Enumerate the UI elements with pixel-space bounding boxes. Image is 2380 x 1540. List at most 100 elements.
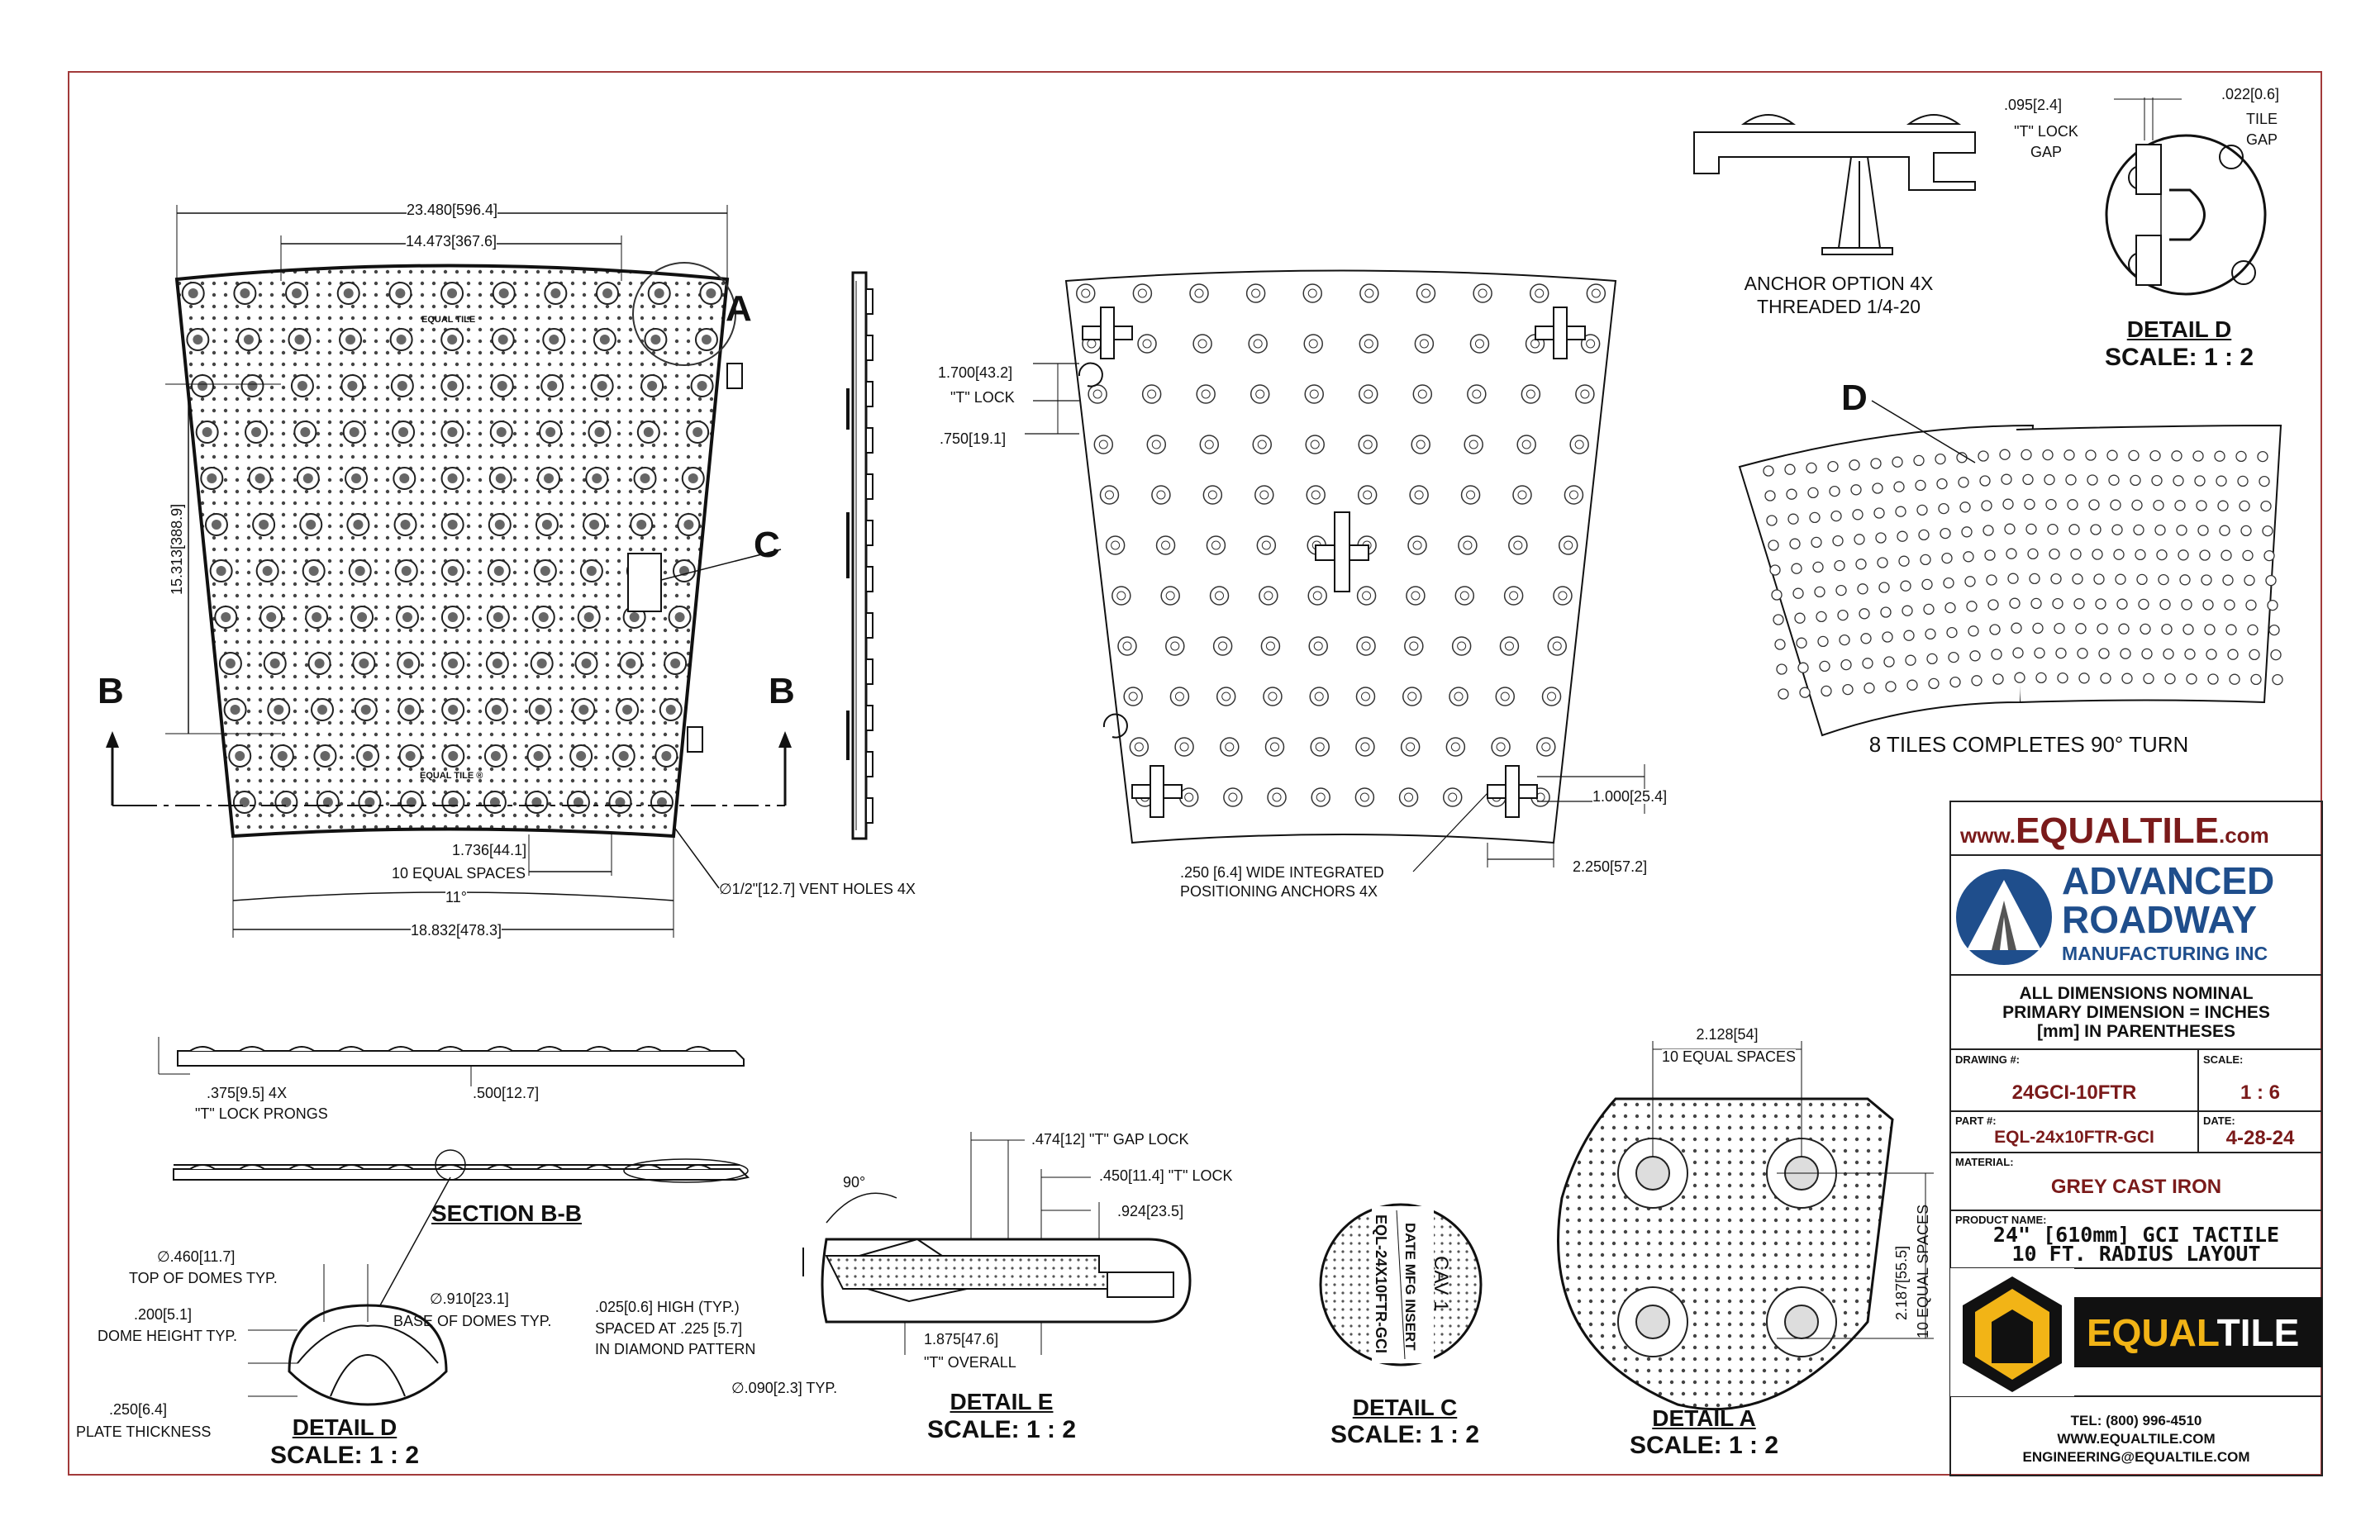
- dome-center: [1421, 288, 1430, 298]
- dome-center: [347, 381, 358, 391]
- dome: [2204, 624, 2216, 635]
- dome: [1454, 586, 1475, 606]
- dome-center: [1360, 692, 1370, 701]
- dome: [2087, 474, 2098, 486]
- dome: [2007, 573, 2019, 584]
- da-scale: SCALE: 1 : 2: [1629, 1432, 1779, 1459]
- dome: [1189, 283, 1209, 303]
- dome: [1267, 787, 1287, 807]
- dome-center: [1411, 591, 1421, 601]
- tb-email[interactable]: ENGINEERING@EQUALTILE.COM: [2022, 1449, 2250, 1465]
- section-dome: [239, 1164, 265, 1170]
- dome: [2161, 623, 2173, 635]
- dome-center: [622, 705, 633, 715]
- dome: [1855, 558, 1867, 570]
- dome: [2164, 673, 2176, 685]
- dome: [2116, 598, 2128, 610]
- dome-center: [491, 705, 502, 715]
- dome: [2131, 499, 2143, 511]
- dome-center: [549, 335, 559, 345]
- dome: [1921, 578, 1933, 591]
- dome: [1169, 687, 1190, 706]
- tb-tel[interactable]: TEL: (800) 996-4510: [2070, 1413, 2202, 1428]
- tb-notes-1: ALL DIMENSIONS NOMINAL: [2019, 984, 2254, 1003]
- dome: [2027, 548, 2039, 560]
- tb-url[interactable]: www.EQUALTILE.com: [1960, 813, 2269, 849]
- dome: [1464, 435, 1483, 454]
- sec-dim-500: .500[12.7]: [473, 1085, 540, 1101]
- tb-notes-2: PRIMARY DIMENSION = INCHES: [2002, 1003, 2270, 1022]
- dome: [2240, 525, 2252, 537]
- dim-2250: 2.250[57.2]: [1573, 858, 1648, 875]
- dome: [1989, 624, 2001, 635]
- dome-center: [247, 381, 258, 391]
- dome: [1913, 454, 1925, 467]
- dome: [2073, 598, 2085, 610]
- section-dome: [586, 1046, 612, 1052]
- dtd-gap-dim: .095[2.4]: [2004, 97, 2063, 113]
- dome: [1088, 384, 1107, 404]
- dome: [2244, 574, 2255, 587]
- dome: [1146, 435, 1167, 454]
- dome: [1900, 580, 1911, 592]
- dome: [1789, 538, 1801, 549]
- dome: [1414, 334, 1435, 354]
- ddb-dome-height-label: DOME HEIGHT TYP.: [98, 1328, 238, 1344]
- dome-center: [448, 751, 459, 761]
- tb-product-2: 10 FT. RADIUS LAYOUT: [2011, 1242, 2261, 1266]
- dome: [1499, 636, 1520, 656]
- dome-center: [447, 381, 458, 391]
- dome: [1963, 551, 1974, 563]
- dome: [2070, 549, 2082, 560]
- dome: [1920, 554, 1931, 566]
- dome-center: [1142, 339, 1152, 349]
- tb-web[interactable]: WWW.EQUALTILE.COM: [2057, 1431, 2216, 1447]
- dome: [1558, 535, 1578, 555]
- dome-center: [541, 520, 552, 530]
- dome-center: [230, 705, 240, 715]
- dome: [1451, 636, 1472, 656]
- ddb-top-domes: ∅.460[11.7]: [157, 1248, 236, 1265]
- dome-center: [661, 751, 672, 761]
- dome-center: [670, 658, 681, 668]
- dc-insert-2: DATE MFG INSERT: [1402, 1223, 1418, 1351]
- dome: [1354, 787, 1375, 807]
- dome: [1794, 612, 1806, 624]
- dome: [2242, 549, 2254, 562]
- detail-d-bottom: [248, 1264, 448, 1406]
- dome-center: [597, 381, 607, 391]
- dome: [2214, 450, 2225, 462]
- dtd-tilegap-2: GAP: [2245, 131, 2278, 148]
- layout-callout-d: D: [1841, 378, 1868, 418]
- dome: [1898, 555, 1910, 567]
- dome-center: [1364, 288, 1374, 298]
- dome: [1264, 737, 1285, 757]
- dome: [1897, 530, 1908, 542]
- dome-center: [701, 335, 712, 345]
- de-dim-924: .924[23.5]: [1117, 1203, 1184, 1219]
- dome-center: [538, 612, 549, 622]
- dome: [1872, 482, 1883, 494]
- dome-center: [1315, 742, 1325, 752]
- dome: [2021, 449, 2032, 461]
- dome: [1925, 628, 1936, 640]
- dome-center: [581, 658, 592, 668]
- dome: [1983, 525, 1994, 536]
- dome: [1541, 687, 1562, 706]
- dome: [2055, 647, 2067, 659]
- section-dome: [437, 1164, 464, 1170]
- dome: [2221, 549, 2232, 561]
- dome-center: [497, 381, 507, 391]
- tb-url-suffix: .com: [2219, 823, 2269, 848]
- dome: [1491, 737, 1511, 757]
- dome: [1400, 737, 1421, 757]
- dome-center: [262, 566, 273, 576]
- dim-height: 15.313[388.9]: [169, 503, 185, 595]
- dome: [1575, 384, 1595, 404]
- dome-center: [1194, 288, 1204, 298]
- tile-text-bottom: EQUAL TILE ®: [420, 771, 483, 781]
- dome: [1835, 584, 1847, 597]
- dome: [1903, 630, 1915, 641]
- dome-center: [640, 473, 650, 483]
- dome-center: [447, 335, 458, 345]
